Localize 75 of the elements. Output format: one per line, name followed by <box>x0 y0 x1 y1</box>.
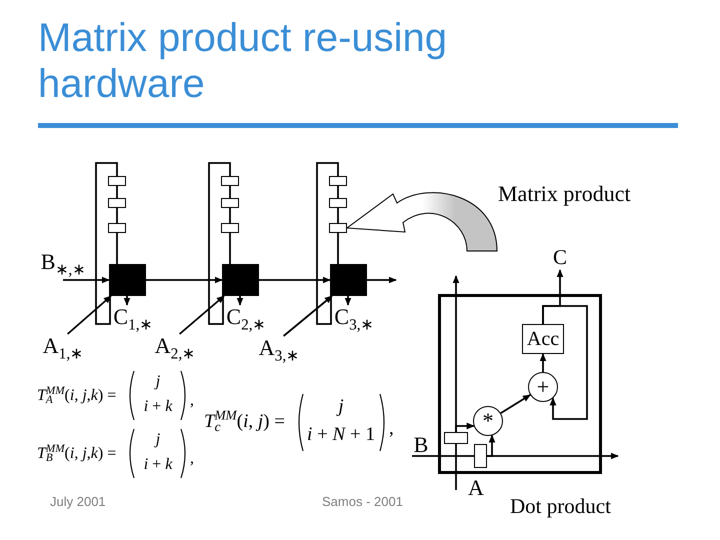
register-box <box>108 176 126 186</box>
input-label: B$_{∗,∗}$ <box>40 250 86 280</box>
connector-line <box>337 233 339 264</box>
register-box <box>444 432 468 444</box>
output-label: C <box>548 244 572 270</box>
vector-entry: i + k <box>144 456 172 474</box>
arrow <box>542 269 564 324</box>
arrow <box>124 296 130 306</box>
arrow <box>367 276 397 284</box>
footer-date: July 2001 <box>50 495 106 510</box>
register-box <box>108 223 126 233</box>
slide-title: Matrix product re-using hardware <box>38 15 448 107</box>
connector-line <box>455 444 457 490</box>
arrow <box>455 422 475 432</box>
equation-lhs: T$_{B}$$^{MM}$(i, j,k) = <box>37 445 116 464</box>
processor-detail-box <box>438 294 602 474</box>
register-box <box>329 176 347 186</box>
connector-line <box>316 162 339 325</box>
register-box <box>474 444 487 468</box>
register-box <box>221 198 239 208</box>
curved-block-arrow <box>346 192 498 252</box>
diagram-caption: Matrix product <box>498 181 631 206</box>
equation-comma: , <box>389 418 394 440</box>
input-label: A$_{2,∗}$ <box>152 334 198 364</box>
register-box <box>221 223 239 233</box>
arrow <box>146 276 223 284</box>
box-caption: Dot product <box>510 494 611 518</box>
arrow <box>500 394 531 414</box>
register-box <box>329 223 347 233</box>
connector-line <box>337 208 339 223</box>
arrow <box>63 276 110 284</box>
output-label: C$_{3,∗}$ <box>334 305 374 335</box>
arrow <box>259 276 331 284</box>
input-label: A$_{3,∗}$ <box>256 336 302 366</box>
arrow <box>344 296 352 306</box>
footer-text: Samos - 2001 <box>322 495 403 510</box>
input-label: B <box>410 433 432 456</box>
connector-line <box>116 233 118 264</box>
arrow <box>540 353 546 372</box>
adder-circle: + <box>528 372 558 402</box>
register-box <box>329 198 347 208</box>
arrow <box>283 295 333 337</box>
connector-line <box>229 233 231 264</box>
input-label: A <box>456 476 488 500</box>
equation-lhs: T$_{A}$$^{MM}$(i, j,k) = <box>37 387 116 406</box>
vector-entry: j <box>156 431 160 450</box>
processor-block <box>330 264 367 296</box>
connector-line <box>337 186 339 198</box>
vector-entry: j <box>156 373 160 392</box>
accumulator-box: Acc <box>522 324 564 354</box>
connector-line <box>229 208 231 223</box>
equation-comma: , <box>190 450 194 468</box>
equation-comma: , <box>190 392 194 410</box>
connector-line <box>116 208 118 223</box>
vector-entry: i + N + 1 <box>307 424 375 446</box>
connector-line <box>229 186 231 198</box>
vector-entry: i + k <box>144 398 172 416</box>
processor-block <box>222 264 259 296</box>
register-box <box>221 176 239 186</box>
arrow <box>179 295 225 335</box>
connector-line <box>412 455 474 457</box>
connector-line <box>208 162 231 325</box>
equation-lhs: T$_{c}$$^{MM}$(i, j) = <box>204 411 285 433</box>
input-label: A$_{1,∗}$ <box>40 334 86 364</box>
multiplier-circle: * <box>473 406 503 436</box>
connector-line <box>116 186 118 198</box>
arrow <box>487 434 496 457</box>
vector-entry: j <box>338 396 344 418</box>
arrow <box>236 296 244 306</box>
arrow <box>67 295 112 335</box>
processor-block <box>109 264 146 296</box>
output-label: C$_{2,∗}$ <box>226 305 266 335</box>
register-box <box>108 198 126 208</box>
output-label: C$_{1,∗}$ <box>113 305 153 335</box>
connector-line <box>95 162 118 325</box>
